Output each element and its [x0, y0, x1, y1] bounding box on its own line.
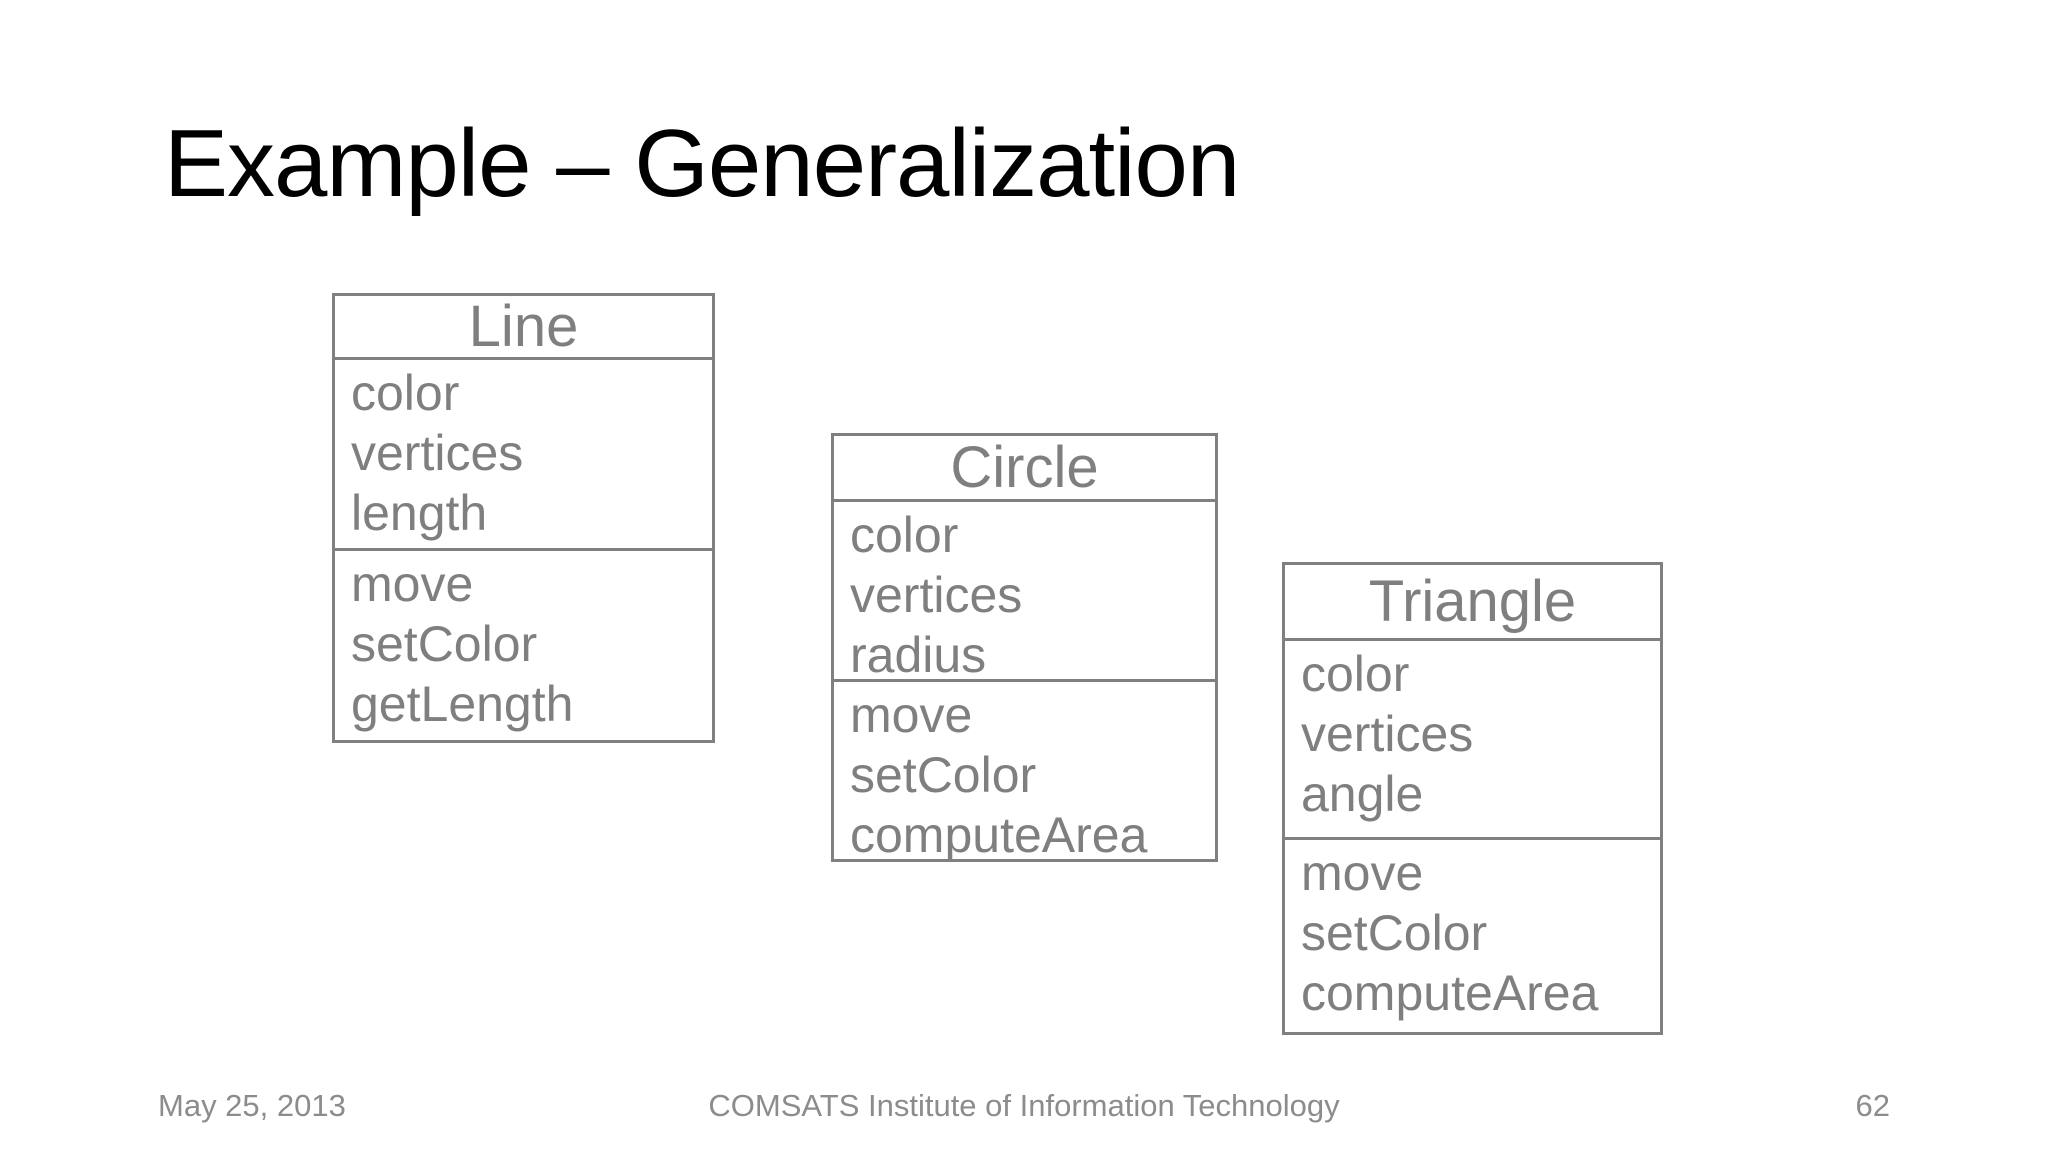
attribute-item: vertices [1301, 706, 1474, 762]
attribute-item: angle [1301, 766, 1424, 822]
footer-date: May 25, 2013 [158, 1088, 346, 1123]
method-item: computeArea [850, 807, 1148, 859]
class-name-circle: Circle [834, 436, 1215, 502]
class-name-line: Line [335, 296, 712, 360]
method-item: move [850, 687, 973, 743]
attribute-item: vertices [850, 567, 1023, 623]
method-item: move [1301, 845, 1424, 901]
attribute-item: radius [850, 627, 987, 682]
method-item: computeArea [1301, 965, 1599, 1021]
footer-page-number: 62 [1855, 1088, 1890, 1123]
class-name-triangle: Triangle [1285, 565, 1660, 641]
method-item: move [351, 556, 474, 612]
footer-institution: COMSATS Institute of Information Technol… [708, 1088, 1340, 1123]
slide-title: Example – Generalization [164, 110, 1240, 217]
attribute-item: length [351, 485, 488, 541]
method-item: setColor [351, 616, 538, 672]
attribute-item: color [1301, 646, 1410, 702]
attribute-item: color [351, 365, 460, 421]
attribute-item: color [850, 507, 959, 563]
attribute-item: vertices [351, 425, 524, 481]
method-item: getLength [351, 676, 574, 732]
method-item: setColor [850, 747, 1037, 803]
method-item: setColor [1301, 905, 1488, 961]
